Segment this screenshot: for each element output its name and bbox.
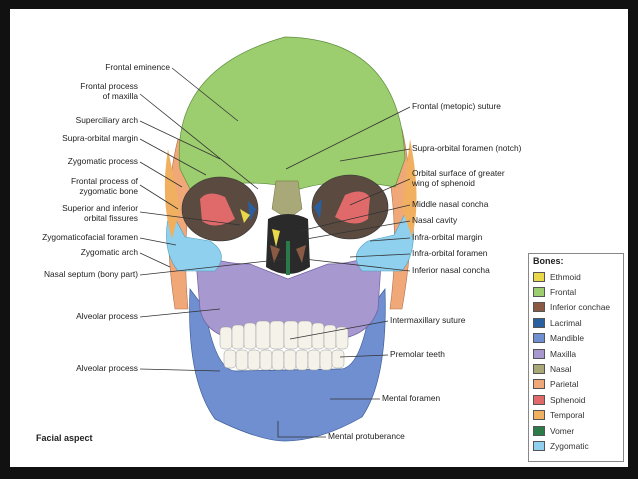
legend-label: Mandible <box>550 333 584 344</box>
ethmoid-left <box>240 209 250 223</box>
legend-label: Zygomatic <box>550 440 589 451</box>
legend-item: Sphenoid <box>533 392 619 407</box>
label-zygomatic-process: Zygomatic process <box>67 156 138 166</box>
legend-item: Parietal <box>533 377 619 392</box>
legend-label: Inferior conchae <box>550 302 611 313</box>
legend-item: Nasal <box>533 361 619 376</box>
legend-label: Sphenoid <box>550 394 586 405</box>
label-orbital-fissures: Superior and inferior orbital fissures <box>62 203 138 223</box>
lacrimal-left <box>248 201 256 221</box>
label-orbital-surface-sphenoid: Orbital surface of greater wing of sphen… <box>412 168 505 188</box>
legend-label: Ethmoid <box>550 271 581 282</box>
lower-teeth <box>223 349 345 371</box>
maxilla-bone <box>194 248 383 340</box>
diagram-frame: Frontal eminence Frontal process of maxi… <box>10 9 628 467</box>
label-intermaxillary-suture: Intermaxillary suture <box>390 315 466 325</box>
sphenoid-left <box>200 193 235 226</box>
label-frontal-process-zygomatic: Frontal process of zygomatic bone <box>70 176 138 196</box>
legend-label: Nasal <box>550 364 572 375</box>
legend-item: Temporal <box>533 408 619 423</box>
legend-label: Parietal <box>550 379 579 390</box>
legend-label: Maxilla <box>550 348 577 359</box>
caption-facial-aspect: Facial aspect <box>36 433 93 443</box>
label-frontal-metopic-suture: Frontal (metopic) suture <box>412 101 501 111</box>
legend-item: Zygomatic <box>533 438 619 453</box>
middle-concha <box>272 229 280 247</box>
label-infra-orbital-margin: Infra-orbital margin <box>412 232 483 242</box>
legend-swatch <box>533 317 545 328</box>
label-infra-orbital-foramen: Infra-orbital foramen <box>412 248 488 258</box>
legend-swatch <box>533 364 545 375</box>
zygomatic-left <box>166 208 222 272</box>
legend-swatch <box>533 379 545 390</box>
label-middle-nasal-concha: Middle nasal concha <box>412 199 489 209</box>
nasal-bone <box>271 180 303 220</box>
label-mental-foramen: Mental foramen <box>382 393 441 403</box>
legend-title: Bones: <box>533 256 564 266</box>
label-nasal-septum: Nasal septum (bony part) <box>43 269 138 279</box>
legend-swatch <box>533 348 545 359</box>
label-alveolar-process-upper: Alveolar process <box>76 311 138 321</box>
legend-item: Mandible <box>533 331 619 346</box>
legend-swatch <box>533 302 545 313</box>
label-zygomatic-arch: Zygomatic arch <box>80 247 138 257</box>
legend-swatch <box>533 287 545 298</box>
legend-item: Inferior conchae <box>533 300 619 315</box>
label-supra-orbital-foramen: Supra-orbital foramen (notch) <box>412 143 522 153</box>
label-inferior-nasal-concha: Inferior nasal concha <box>412 265 490 275</box>
legend-swatch <box>533 410 545 421</box>
label-nasal-cavity: Nasal cavity <box>412 215 458 225</box>
inferior-concha-left <box>270 245 280 263</box>
skull-illustration <box>139 36 417 442</box>
label-superciliary-arch: Superciliary arch <box>75 115 138 125</box>
label-frontal-eminence: Frontal eminence <box>105 62 170 72</box>
legend-label: Frontal <box>550 287 577 298</box>
legend-item: Maxilla <box>533 346 619 361</box>
vomer-bone <box>286 241 290 275</box>
label-zygomaticofacial-foramen: Zygomaticofacial foramen <box>42 232 138 242</box>
leader-lines <box>139 67 411 438</box>
legend-label: Lacrimal <box>550 317 582 328</box>
legend-swatch <box>533 333 545 344</box>
legend-swatch <box>533 394 545 405</box>
legend-item: Ethmoid <box>533 269 619 284</box>
legend-label: Temporal <box>550 410 585 421</box>
legend-label: Vomer <box>550 425 575 436</box>
temporal-right <box>402 139 417 237</box>
frontal-bone <box>178 36 406 190</box>
legend-swatch <box>533 425 545 436</box>
label-premolar-teeth: Premolar teeth <box>390 349 445 359</box>
legend-swatch <box>533 440 545 451</box>
lacrimal-right <box>314 199 322 219</box>
legend-item: Vomer <box>533 423 619 438</box>
sphenoid-right <box>335 191 370 224</box>
label-alveolar-process-lower: Alveolar process <box>76 363 138 373</box>
upper-teeth <box>219 320 349 350</box>
label-mental-protuberance: Mental protuberance <box>328 431 405 441</box>
legend-swatch <box>533 271 545 282</box>
inferior-concha-right <box>296 245 306 263</box>
legend-item: Lacrimal <box>533 315 619 330</box>
label-supra-orbital-margin: Supra-orbital margin <box>62 133 138 143</box>
label-frontal-process-maxilla: Frontal process of maxilla <box>80 81 138 101</box>
legend-item: Frontal <box>533 284 619 299</box>
